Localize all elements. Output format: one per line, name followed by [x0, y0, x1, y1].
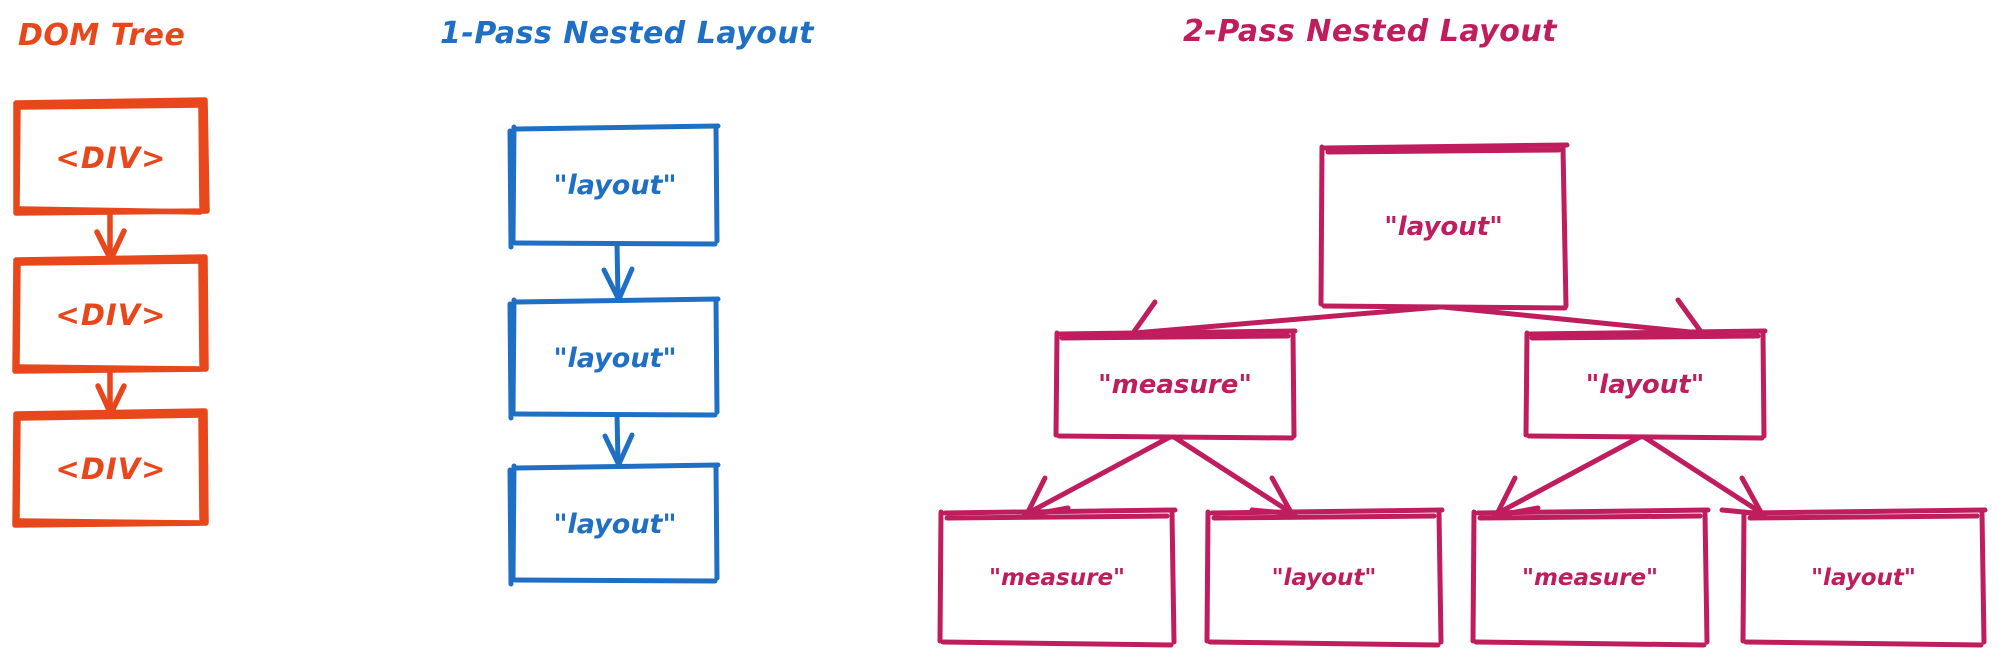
- two-pass-node-midleft[interactable]: [1056, 331, 1295, 438]
- dom-tree-edge-2-3: [95, 368, 127, 416]
- one-pass-group: [507, 123, 721, 587]
- dom-tree-node-1[interactable]: [14, 100, 207, 214]
- dom-tree-node-2[interactable]: [14, 257, 207, 371]
- column-title-two-pass-nested-layout: 2-Pass Nested Layout: [1183, 14, 1558, 49]
- dom-tree-node-2-box: [12, 254, 209, 374]
- two-pass-node-leaf3-box: [1470, 507, 1711, 648]
- two-pass-edge-midleft-leaf1: [1021, 434, 1173, 519]
- two-pass-node-leaf3[interactable]: [1473, 510, 1708, 645]
- two-pass-node-leaf2-box: [1204, 507, 1445, 648]
- two-pass-edge-midleft-leaf2: [1171, 434, 1298, 519]
- one-pass-edge-2-3: [602, 412, 635, 467]
- two-pass-node-leaf1-box: [937, 507, 1178, 648]
- two-pass-group: [937, 142, 1988, 648]
- two-pass-edge-midright-leaf4: [1641, 434, 1768, 519]
- dom-tree-node-3-box: [12, 408, 209, 528]
- two-pass-node-root[interactable]: [1321, 145, 1567, 308]
- dom-tree-edge-1-2: [94, 210, 127, 262]
- one-pass-node-1[interactable]: [510, 126, 719, 247]
- dom-tree-group: [12, 97, 210, 528]
- column-title-one-pass-nested-layout: 1-Pass Nested Layout: [440, 16, 815, 51]
- one-pass-node-2-box: [507, 296, 721, 421]
- one-pass-node-3[interactable]: [510, 465, 719, 584]
- one-pass-node-3-box: [507, 462, 721, 587]
- two-pass-edge-midright-leaf3: [1491, 434, 1643, 519]
- one-pass-node-2[interactable]: [510, 299, 719, 418]
- two-pass-node-leaf2[interactable]: [1207, 510, 1442, 645]
- two-pass-node-leaf4[interactable]: [1743, 510, 1985, 645]
- one-pass-edge-1-2: [601, 241, 635, 302]
- two-pass-node-leaf1[interactable]: [940, 510, 1175, 645]
- column-title-dom-tree: DOM Tree: [18, 18, 186, 53]
- two-pass-node-leaf4-box: [1740, 507, 1988, 648]
- two-pass-node-midright[interactable]: [1526, 331, 1765, 438]
- dom-tree-node-3[interactable]: [14, 411, 207, 525]
